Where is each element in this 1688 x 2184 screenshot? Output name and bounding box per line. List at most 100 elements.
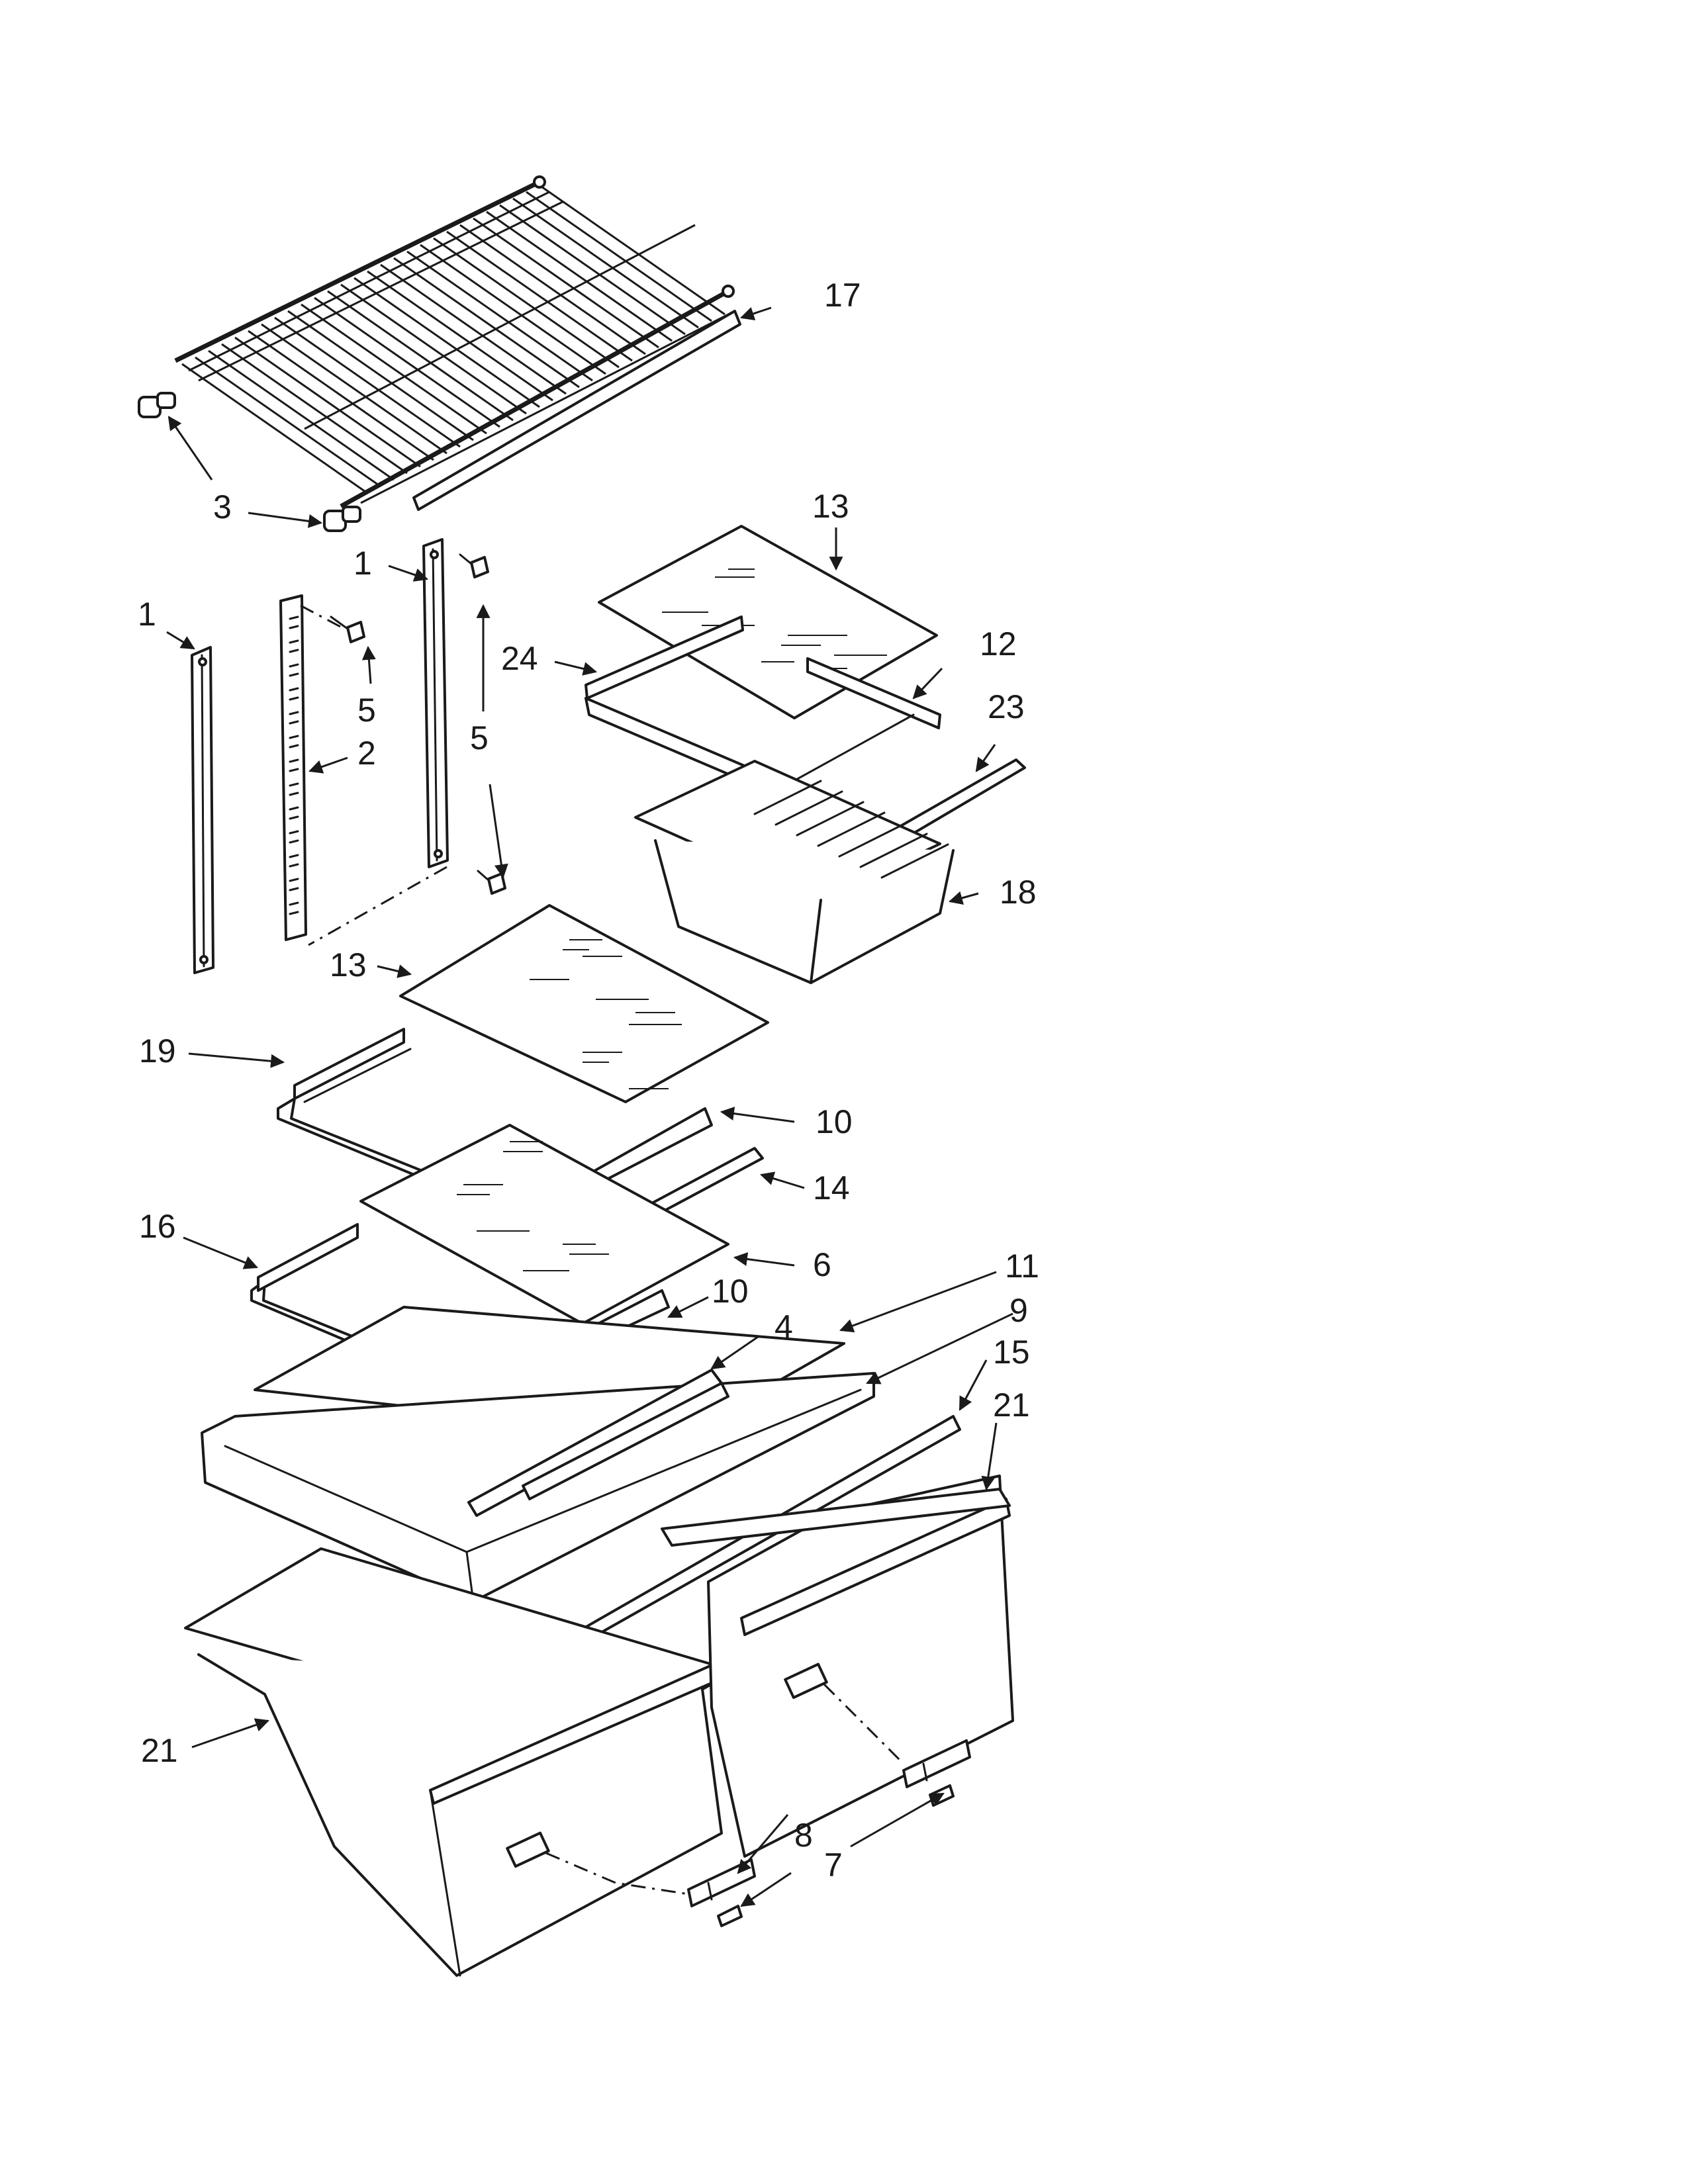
wire-shelf [174,175,741,511]
callout-4: 4 [774,1308,793,1345]
drawing-stroke [289,720,299,725]
drawing-stroke [289,687,299,692]
drawing-stroke [774,790,843,826]
drawing-stroke [353,277,540,408]
drawing-stroke [289,649,299,653]
callout-14: 14 [813,1169,850,1206]
drawing-stroke [420,244,606,375]
callout-6: 6 [813,1246,831,1283]
drawing-stroke [380,263,567,395]
drawing-stroke [234,336,421,468]
callout-18: 18 [1000,874,1037,911]
drawing-stroke [289,792,299,796]
drawing-stroke [289,696,299,701]
drawing-stroke [433,237,620,369]
drawing-stroke [367,270,553,402]
drawing-stroke [289,806,299,811]
callout-10-upper: 10 [816,1103,853,1140]
drawing-stroke [289,625,299,629]
callout-7: 7 [824,1846,843,1884]
drawing-stroke [287,310,474,441]
drawing-stroke [459,224,646,355]
drawing-stroke [289,768,299,772]
callout-5-left: 5 [357,692,376,729]
crisper-drawer-right [661,1475,1014,1858]
callout-3: 3 [213,488,232,525]
drawing-stroke [753,780,822,815]
drawing-stroke [289,863,299,868]
drawing-stroke [289,782,299,787]
drawing-stroke [289,672,299,677]
callout-17: 17 [824,277,861,314]
callout-2: 2 [357,735,376,772]
drawer-label-right [902,1739,971,1788]
callout-8: 8 [794,1817,813,1854]
screw-lower-right [477,870,506,895]
drawing-stroke [289,615,299,620]
drawing-stroke [526,191,712,322]
drawing-stroke [289,815,299,820]
drawing-stroke [208,349,395,481]
callout-labels: 17 3 13 1 1 24 12 23 5 5 2 18 13 19 10 1… [138,277,1039,1884]
callout-leaders [166,306,1013,1907]
drawing-stroke [289,839,299,844]
screw-upper-right [459,553,489,578]
drawing-stroke [261,323,447,455]
drawing-stroke [512,197,699,329]
drawing-stroke [340,283,527,415]
callout-15: 15 [993,1334,1030,1371]
shelf-ladder-right [422,538,449,868]
callout-13-upper: 13 [812,488,849,525]
callout-21-right: 21 [993,1387,1030,1424]
drawing-stroke [221,343,408,475]
drawer-clip-left [717,1905,743,1927]
glass-shelf-upper [598,525,938,719]
drawing-stroke [446,230,633,362]
drawing-stroke [289,887,299,891]
drawing-stroke [880,843,949,879]
drawing-stroke [289,830,299,835]
callout-11: 11 [1005,1248,1039,1285]
shelf-ladder-left [191,646,214,974]
drawing-stroke [289,854,299,858]
callout-1-right: 1 [353,545,372,582]
callout-24: 24 [501,640,538,677]
drawing-stroke [327,290,514,422]
shelf-ladder-center [279,594,307,941]
callout-21-left: 21 [141,1732,178,1769]
callout-16: 16 [139,1208,176,1245]
drawing-stroke [859,833,928,868]
drawing-stroke [473,217,659,349]
crisper-cover-frame [201,1369,875,1603]
callout-13-middle: 13 [330,946,367,983]
drawing-stroke [289,878,299,882]
drawing-stroke [289,735,299,739]
callout-5-right: 5 [470,719,489,756]
callout-10-lower: 10 [712,1273,749,1310]
drawing-stroke [289,758,299,763]
glass-shelf-middle [399,904,769,1103]
shelf-end-cap-right [323,506,361,532]
drawing-stroke [486,210,673,342]
callout-19: 19 [139,1032,176,1069]
drawing-stroke [314,296,500,428]
drawing-stroke [499,204,686,336]
drawing-stroke [393,257,580,388]
screw-upper-left [330,615,365,643]
callout-1-left: 1 [138,596,156,633]
callout-9: 9 [1009,1292,1028,1329]
drawing-stroke [817,811,886,847]
drawing-stroke [289,639,299,644]
drawing-stroke [539,184,726,316]
drawing-stroke [289,744,299,749]
drawing-stroke [248,330,434,461]
crisper-drawer-left [184,1547,736,1977]
meat-pan [634,760,955,984]
glass-insert-middle [359,1124,729,1325]
drawing-stroke [289,663,299,668]
callout-12: 12 [980,625,1017,662]
drawing-stroke [838,822,907,858]
drawing-stroke [289,711,299,715]
drawing-stroke [289,901,299,906]
